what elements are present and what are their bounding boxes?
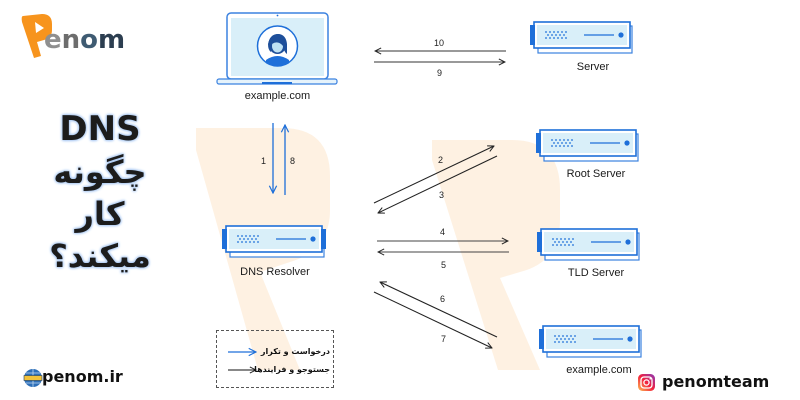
arrow-step-3: [378, 155, 498, 213]
brand-logo-text: enom: [44, 27, 125, 53]
step-1-label: 1: [261, 156, 267, 166]
step-8-label: 8: [290, 156, 296, 166]
headline-line-4: میکند؟: [49, 237, 151, 275]
headline-line-3: کار: [75, 195, 125, 233]
auth-server-label: example.com: [566, 364, 632, 376]
step-10-label: 10: [434, 38, 445, 48]
step-9-label: 9: [437, 68, 443, 78]
arrow-step-7: [373, 291, 492, 348]
instagram-icon: [638, 374, 655, 391]
client-label: example.com: [244, 90, 311, 102]
legend-box: [216, 330, 334, 388]
globe-icon: [23, 369, 43, 387]
root-server-label: Root Server: [566, 168, 626, 180]
step-7-label: 7: [441, 334, 447, 344]
server-icon-resolver: [222, 225, 326, 258]
logo-letter-m: m: [98, 25, 126, 55]
server-icon-root: [536, 129, 639, 162]
penom-logo-icon: [21, 14, 52, 58]
step-2-label: 2: [438, 155, 444, 165]
server-icon-tld: [537, 228, 640, 261]
server-icon-auth: [539, 325, 642, 358]
logo-letter-n: n: [61, 25, 81, 55]
headline-line-2: چگونه: [53, 153, 147, 191]
website-link[interactable]: penom.ir: [42, 367, 123, 386]
step-3-label: 3: [439, 190, 445, 200]
logo-letter-e: e: [44, 25, 62, 55]
headline: DNS چگونه کار میکند؟: [30, 112, 170, 282]
step-4-label: 4: [440, 227, 446, 237]
server-label: Server: [576, 61, 610, 73]
headline-line-1: DNS: [59, 109, 141, 149]
tld-server-label: TLD Server: [567, 267, 625, 279]
step-6-label: 6: [440, 294, 446, 304]
arrow-step-6: [380, 282, 498, 338]
step-5-label: 5: [441, 260, 447, 270]
arrow-step-2: [373, 146, 494, 204]
server-icon-main: [530, 21, 633, 54]
logo-letter-o: o: [80, 25, 99, 55]
laptop-user-icon: [216, 12, 338, 85]
legend-request-label: درخواست و تکرار: [260, 347, 330, 356]
legend-process-label: جستوجو و فرایندها: [254, 365, 330, 374]
instagram-handle-link[interactable]: penomteam: [662, 372, 770, 391]
resolver-label: DNS Resolver: [240, 266, 310, 278]
